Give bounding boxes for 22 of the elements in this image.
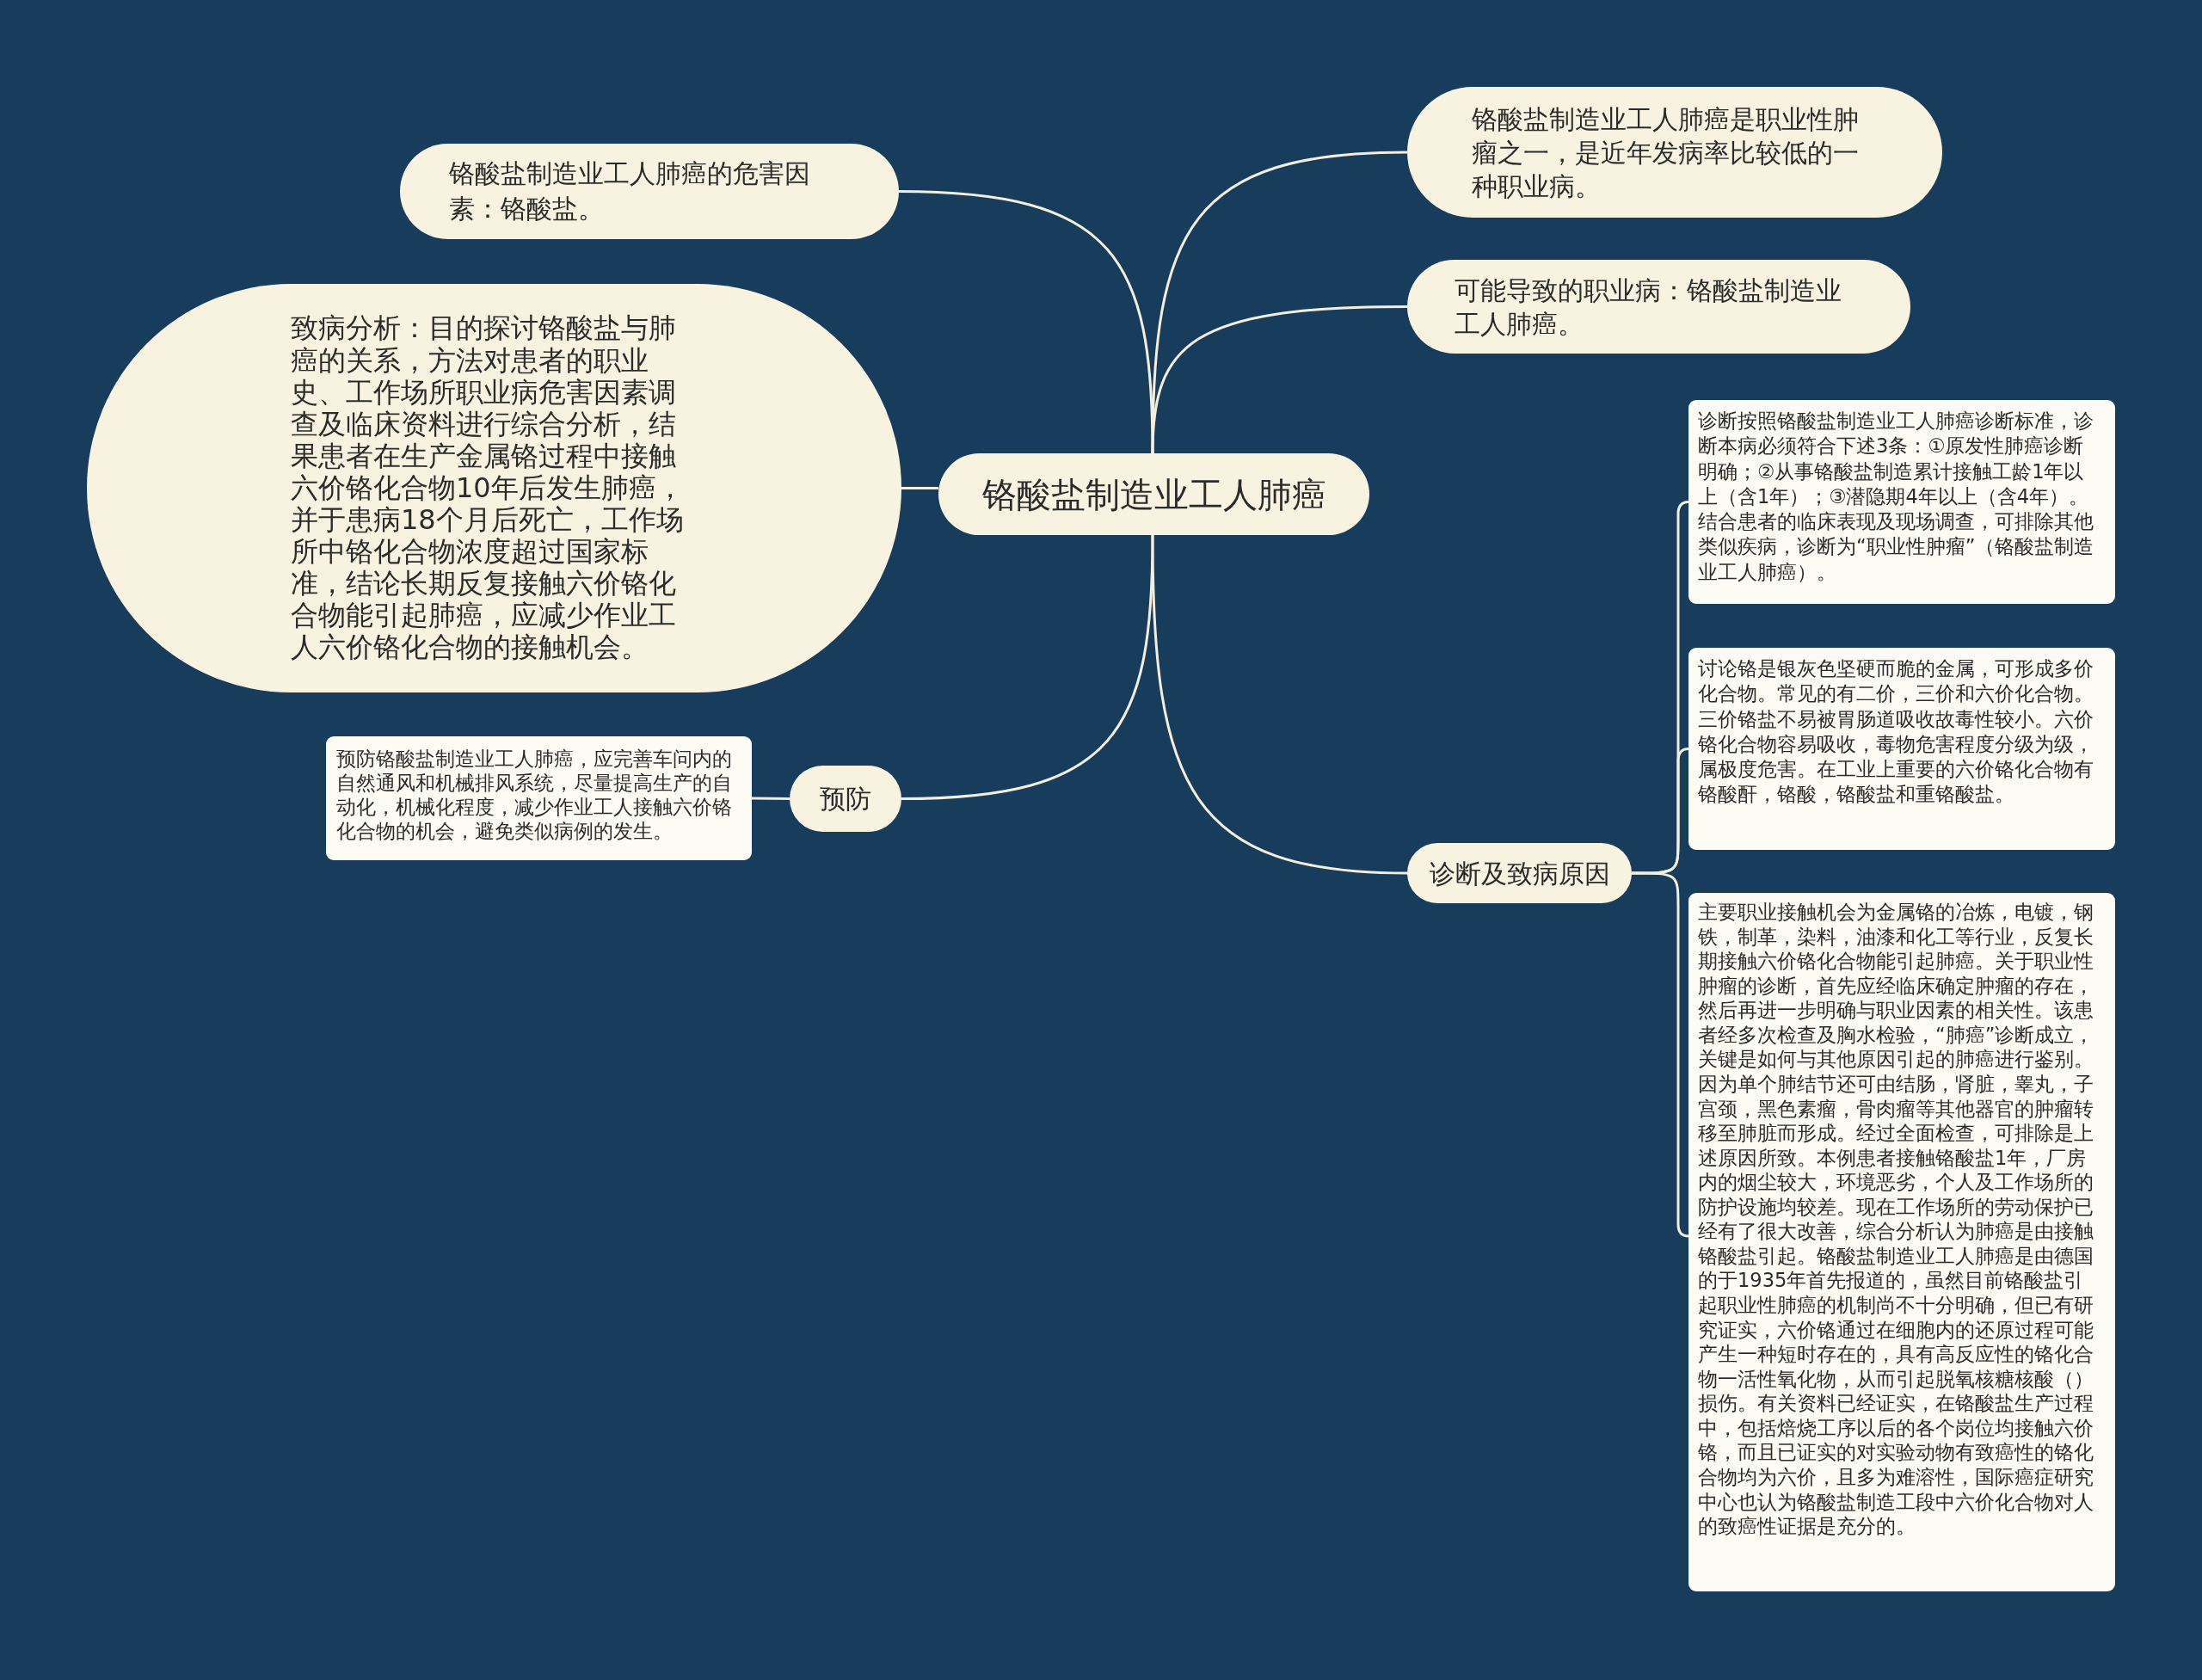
node-text: 铬酸盐制造业工人肺癌	[981, 473, 1326, 516]
note-box	[1688, 400, 2115, 604]
node-text: 预防	[820, 783, 871, 815]
connector-line	[1632, 871, 1689, 1238]
node-text: 铬酸盐制造业工人肺癌是职业性肿瘤之一，是近年发病率比较低的一种职业病。	[1472, 102, 1860, 203]
node-text: 讨论铬是银灰色坚硬而脆的金属，可形成多价化合物。常见的有二价，三价和六价化合物。三价铬盐不易被胃肠道吸收故毒性较小。六价铬化合物容易吸收，毒物危害程度分级为级，属极度危害。在工业上重要的六价铬化合物有铬酸酐，铬酸，铬酸盐和重铬酸盐。	[1698, 656, 2094, 808]
connector-line	[1632, 748, 1689, 875]
node-text: 诊断按照铬酸盐制造业工人肺癌诊断标准，诊断本病必须符合下述3条：①原发性肺癌诊断明确；②从事铬酸盐制造累计接触工龄1年以上（含1年）；③潜隐期4年以上（含4年）。结合患者的临床表现及现场调查，可排除其他类似疾病，诊断为“职业性肿瘤”（铬酸盐制造业工人肺癌）。	[1698, 409, 2095, 585]
node-text: 可能导致的职业病：铬酸盐制造业工人肺癌。	[1455, 274, 1842, 341]
connector-line	[752, 797, 790, 800]
note-box	[326, 736, 752, 860]
connector-line	[1151, 534, 1408, 875]
node-text: 致病分析：目的探讨铬酸盐与肺癌的关系，方法对患者的职业史、工作场所职业病危害因素调查及临床资料进行综合分析，结果患者在生产金属铬过程中接触六价铬化合物10年后发生肺癌，并于患病18个月后死亡，工作场所中铬化合物浓度超过国家标准，结论长期反复接触六价铬化合物能引起肺癌，应减少作业工人六价铬化合物的接触机会。	[291, 312, 685, 664]
connector-line	[901, 487, 938, 489]
node-text: 主要职业接触机会为金属铬的冶炼，电镀，钢铁，制革，染料，油漆和化工等行业，反复长期接触六价铬化合物能引起肺癌。关于职业性肿瘤的诊断，首先应经临床确定肿瘤的存在，然后再进一步明确与职业因素的相关性。该患者经多次检查及胸水检验，“肺癌”诊断成立，关键是如何与其他原因引起的肺癌进行鉴别。因为单个肺结节还可由结肠，肾脏，睾丸，子宫颈，黑色素瘤，骨肉瘤等其他器官的肿瘤转移至肺脏而形成。经过全面检查，可排除是上述原因所致。本例患者接触铬酸盐1年，厂房内的烟尘较大，环境恶劣，个人及工作场所的防护设施均较差。现在工作场所的劳动保护已经有了很大改善，综合分析认为肺癌是由接触铬酸盐引起。铬酸盐制造业工人肺癌是由德国的于1935年首先报道的，虽然目前铬酸盐引起职业性肺癌的机制尚不十分明确，但已有研究证实，六价铬通过在细胞内的还原过程可能产生一种短时存在的，具有高反应性的铬化合物一活性氧化物，从而引起脱氧核糖核酸（）损伤。有关资料已经证实，在铬酸盐生产过程中，包括焙烧工序以后的各个岗位均接触六价铬，而且已证实的对实验动物有致癌性的铬化合物均为六价，且多为难溶性，国际癌症研究中心也认为铬酸盐制造工段中六价化合物对人的致癌性证据是充分的。	[1698, 900, 2095, 1539]
connector-line	[1151, 305, 1408, 454]
connector-line	[901, 534, 1154, 800]
node-text: 诊断及致病原因	[1429, 857, 1610, 890]
connector-line	[1151, 151, 1408, 454]
node-text: 铬酸盐制造业工人肺癌的危害因素：铬酸盐。	[449, 157, 811, 225]
note-box	[1688, 648, 2115, 850]
node-text: 预防铬酸盐制造业工人肺癌，应完善车问内的自然通风和机械排风系统，尽量提高生产的自动化，机械化程度，减少作业工人接触六价铬化合物的机会，避免类似病例的发生。	[336, 747, 733, 844]
